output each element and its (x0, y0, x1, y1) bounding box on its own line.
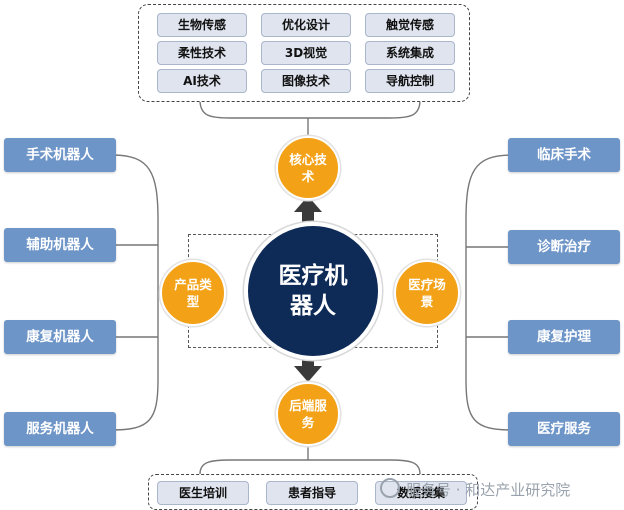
scene-item: 诊断治疗 (508, 230, 620, 264)
medical-robot-center: 医疗机器人 (244, 222, 382, 360)
product-type-circle: 产品类型 (160, 260, 226, 326)
product-item: 康复机器人 (4, 320, 116, 354)
tech-tag: 系统集成 (365, 41, 455, 65)
tech-tag: 触觉传感 (365, 13, 455, 37)
tech-tag: 图像技术 (261, 69, 351, 93)
product-item: 服务机器人 (4, 412, 116, 446)
bottom-brace (199, 459, 421, 475)
arrow-up-icon (294, 196, 322, 224)
tech-tag: 柔性技术 (157, 41, 247, 65)
tech-tag: 优化设计 (261, 13, 351, 37)
tech-tag: 3D视觉 (261, 41, 351, 65)
right-bracket (465, 154, 513, 431)
watermark-text: 服务号 · 和达产业研究院 (406, 481, 571, 499)
product-item: 手术机器人 (4, 138, 116, 172)
core-tech-box: 生物传感 优化设计 触觉传感 柔性技术 3D视觉 系统集成 AI技术 图像技术 … (138, 4, 470, 102)
scene-item: 医疗服务 (508, 412, 620, 446)
arrow-down-icon (294, 354, 322, 382)
backend-service-circle: 后端服务 (276, 382, 340, 446)
watermark: 服务号 · 和达产业研究院 (380, 478, 570, 500)
scene-item: 临床手术 (508, 138, 620, 172)
service-tag: 患者指导 (266, 481, 358, 505)
backend-service-box: 医生培训 患者指导 数据搜集 (148, 474, 478, 510)
tech-tag: 生物传感 (157, 13, 247, 37)
service-tag: 医生培训 (157, 481, 249, 505)
top-brace (199, 99, 421, 119)
left-bracket (111, 154, 159, 431)
tech-tag: 导航控制 (365, 69, 455, 93)
medical-scene-circle: 医疗场景 (394, 260, 460, 326)
wechat-icon (380, 478, 400, 498)
scene-item: 康复护理 (508, 320, 620, 354)
product-item: 辅助机器人 (4, 228, 116, 262)
core-tech-circle: 核心技术 (276, 136, 340, 200)
tech-tag: AI技术 (157, 69, 247, 93)
